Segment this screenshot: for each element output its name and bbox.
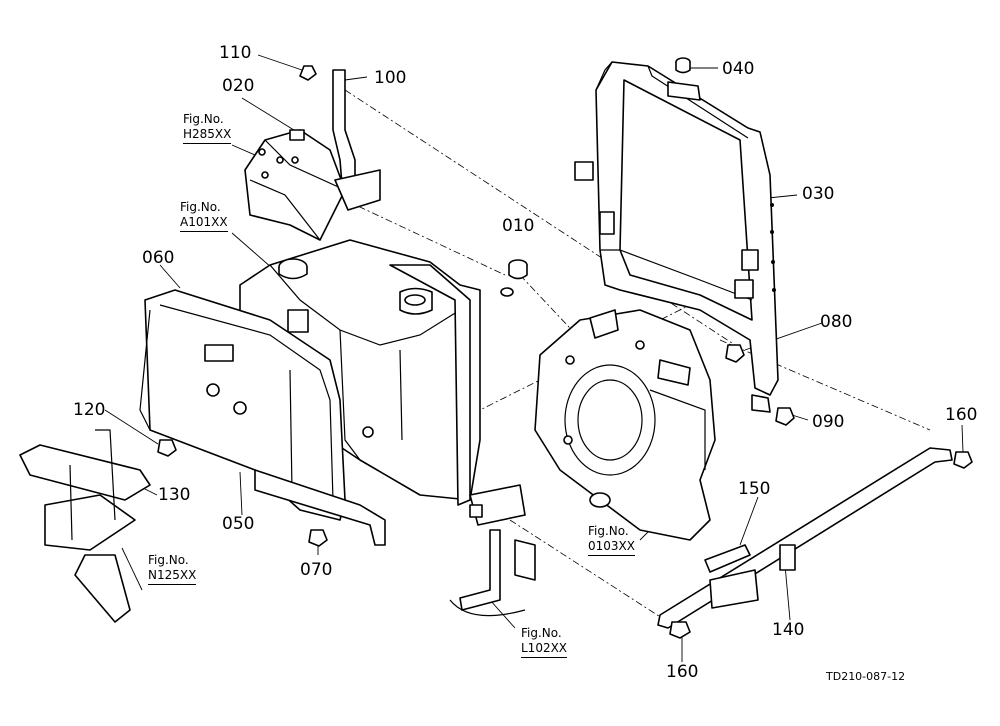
label-090: 090 bbox=[812, 412, 845, 432]
label-120: 120 bbox=[73, 400, 106, 420]
label-010: 010 bbox=[502, 216, 535, 236]
figure-ref-l102-prefix: Fig.No. bbox=[521, 626, 562, 640]
label-020: 020 bbox=[222, 76, 255, 96]
label-150: 150 bbox=[738, 479, 771, 499]
figure-ref-l102: Fig.No. L102XX bbox=[521, 626, 568, 658]
bolt-160-bottom bbox=[669, 621, 691, 639]
stay-bar-140 bbox=[657, 447, 953, 629]
figure-ref-n125-prefix: Fig.No. bbox=[148, 553, 189, 567]
label-030: 030 bbox=[802, 184, 835, 204]
bolt-080 bbox=[725, 344, 745, 363]
bolt-160-right bbox=[953, 451, 973, 469]
figure-ref-o103-code: 0103XX bbox=[588, 539, 635, 556]
label-110: 110 bbox=[219, 43, 252, 63]
figure-ref-a101: Fig.No. A101XX bbox=[180, 200, 228, 232]
figure-ref-h285-prefix: Fig.No. bbox=[183, 112, 224, 126]
figure-ref-n125: Fig.No. N125XX bbox=[148, 553, 197, 585]
figure-ref-a101-code: A101XX bbox=[180, 215, 228, 232]
flywheel-housing bbox=[534, 309, 716, 541]
figure-ref-h285-code: H285XX bbox=[183, 127, 232, 144]
label-130: 130 bbox=[158, 485, 191, 505]
step-bracket bbox=[19, 429, 151, 623]
label-100: 100 bbox=[374, 68, 407, 88]
bolt-070 bbox=[308, 529, 328, 547]
label-160-right: 160 bbox=[945, 405, 978, 425]
label-060: 060 bbox=[142, 248, 175, 268]
cap-040 bbox=[675, 57, 691, 74]
figure-ref-a101-prefix: Fig.No. bbox=[180, 200, 221, 214]
figure-ref-n125-code: N125XX bbox=[148, 568, 197, 585]
plate-150 bbox=[704, 544, 751, 573]
bolt-110 bbox=[299, 65, 317, 81]
figure-ref-h285: Fig.No. H285XX bbox=[183, 112, 232, 144]
label-070: 070 bbox=[300, 560, 333, 580]
collar-010 bbox=[500, 259, 528, 297]
bolt-120 bbox=[157, 439, 177, 457]
bracket-assembly-020 bbox=[244, 129, 346, 241]
label-080: 080 bbox=[820, 312, 853, 332]
label-140: 140 bbox=[772, 620, 805, 640]
bracket-050-lower bbox=[254, 469, 386, 546]
cover-panel-050 bbox=[139, 289, 346, 521]
drawing-number: TD210-087-12 bbox=[826, 670, 906, 683]
fuel-tank bbox=[239, 239, 481, 506]
figure-ref-l102-code: L102XX bbox=[521, 641, 568, 658]
bolt-090 bbox=[775, 407, 795, 426]
figure-ref-o103-prefix: Fig.No. bbox=[588, 524, 629, 538]
figure-ref-o103: Fig.No. 0103XX bbox=[588, 524, 635, 556]
label-040: 040 bbox=[722, 59, 755, 79]
radiator-frame-030 bbox=[574, 61, 779, 413]
strap-100 bbox=[332, 69, 381, 211]
label-160-bottom: 160 bbox=[666, 662, 699, 682]
label-050: 050 bbox=[222, 514, 255, 534]
lower-stay bbox=[449, 484, 536, 617]
